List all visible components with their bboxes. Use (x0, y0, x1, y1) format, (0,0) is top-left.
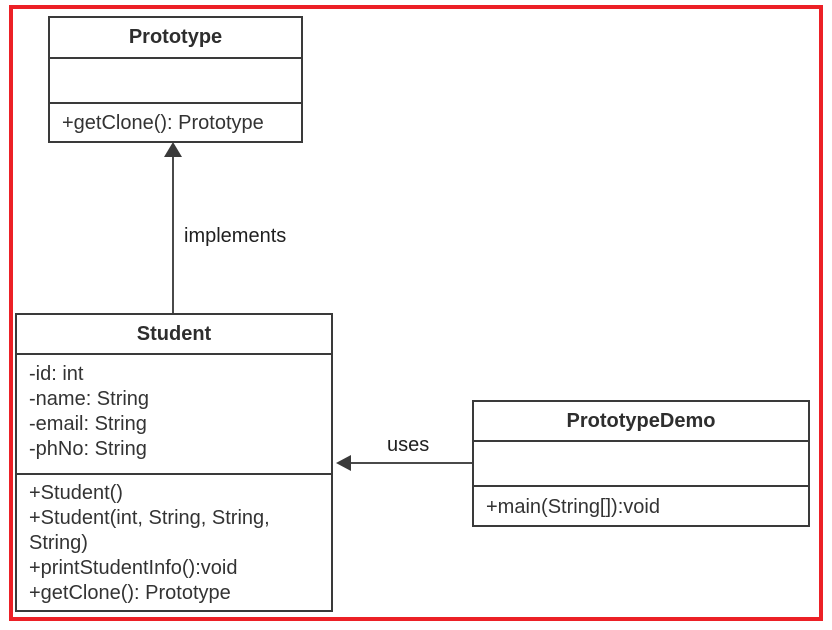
attribute-item: -email: String (29, 413, 147, 435)
implements-relationship-line (172, 156, 174, 313)
class-box-prototype: Prototype +getClone(): Prototype (48, 16, 303, 143)
method-item: +printStudentInfo():void (29, 557, 238, 579)
class-methods-student: +Student() +Student(int, String, String,… (17, 475, 331, 610)
class-attributes-prototypedemo (474, 442, 808, 487)
class-box-student: Student -id: int -name: String -email: S… (15, 313, 333, 612)
class-title-student: Student (17, 315, 331, 355)
class-box-prototypedemo: PrototypeDemo +main(String[]):void (472, 400, 810, 527)
attribute-item: -name: String (29, 388, 150, 410)
class-attributes-prototype (50, 59, 301, 104)
diagram-red-frame (9, 5, 823, 621)
uses-relationship-line (349, 462, 472, 464)
class-methods-prototypedemo: +main(String[]):void (474, 487, 808, 527)
implements-arrowhead (164, 142, 182, 157)
class-title-prototype: Prototype (50, 18, 301, 59)
method-item: +main(String[]):void (486, 495, 660, 518)
class-methods-prototype: +getClone(): Prototype (50, 104, 301, 143)
uses-arrowhead (336, 455, 351, 471)
implements-relationship-label: implements (184, 225, 287, 247)
uses-relationship-label: uses (387, 434, 430, 456)
method-item: +getClone(): Prototype (29, 582, 231, 604)
method-item: +getClone(): Prototype (62, 112, 264, 134)
class-attributes-student: -id: int -name: String -email: String -p… (17, 355, 331, 475)
class-title-prototypedemo: PrototypeDemo (474, 402, 808, 442)
attribute-item: -phNo: String (29, 438, 147, 460)
attribute-item: -id: int (29, 363, 84, 385)
method-item: +Student(int, String, String, String) (29, 507, 270, 554)
method-item: +Student() (29, 482, 123, 504)
